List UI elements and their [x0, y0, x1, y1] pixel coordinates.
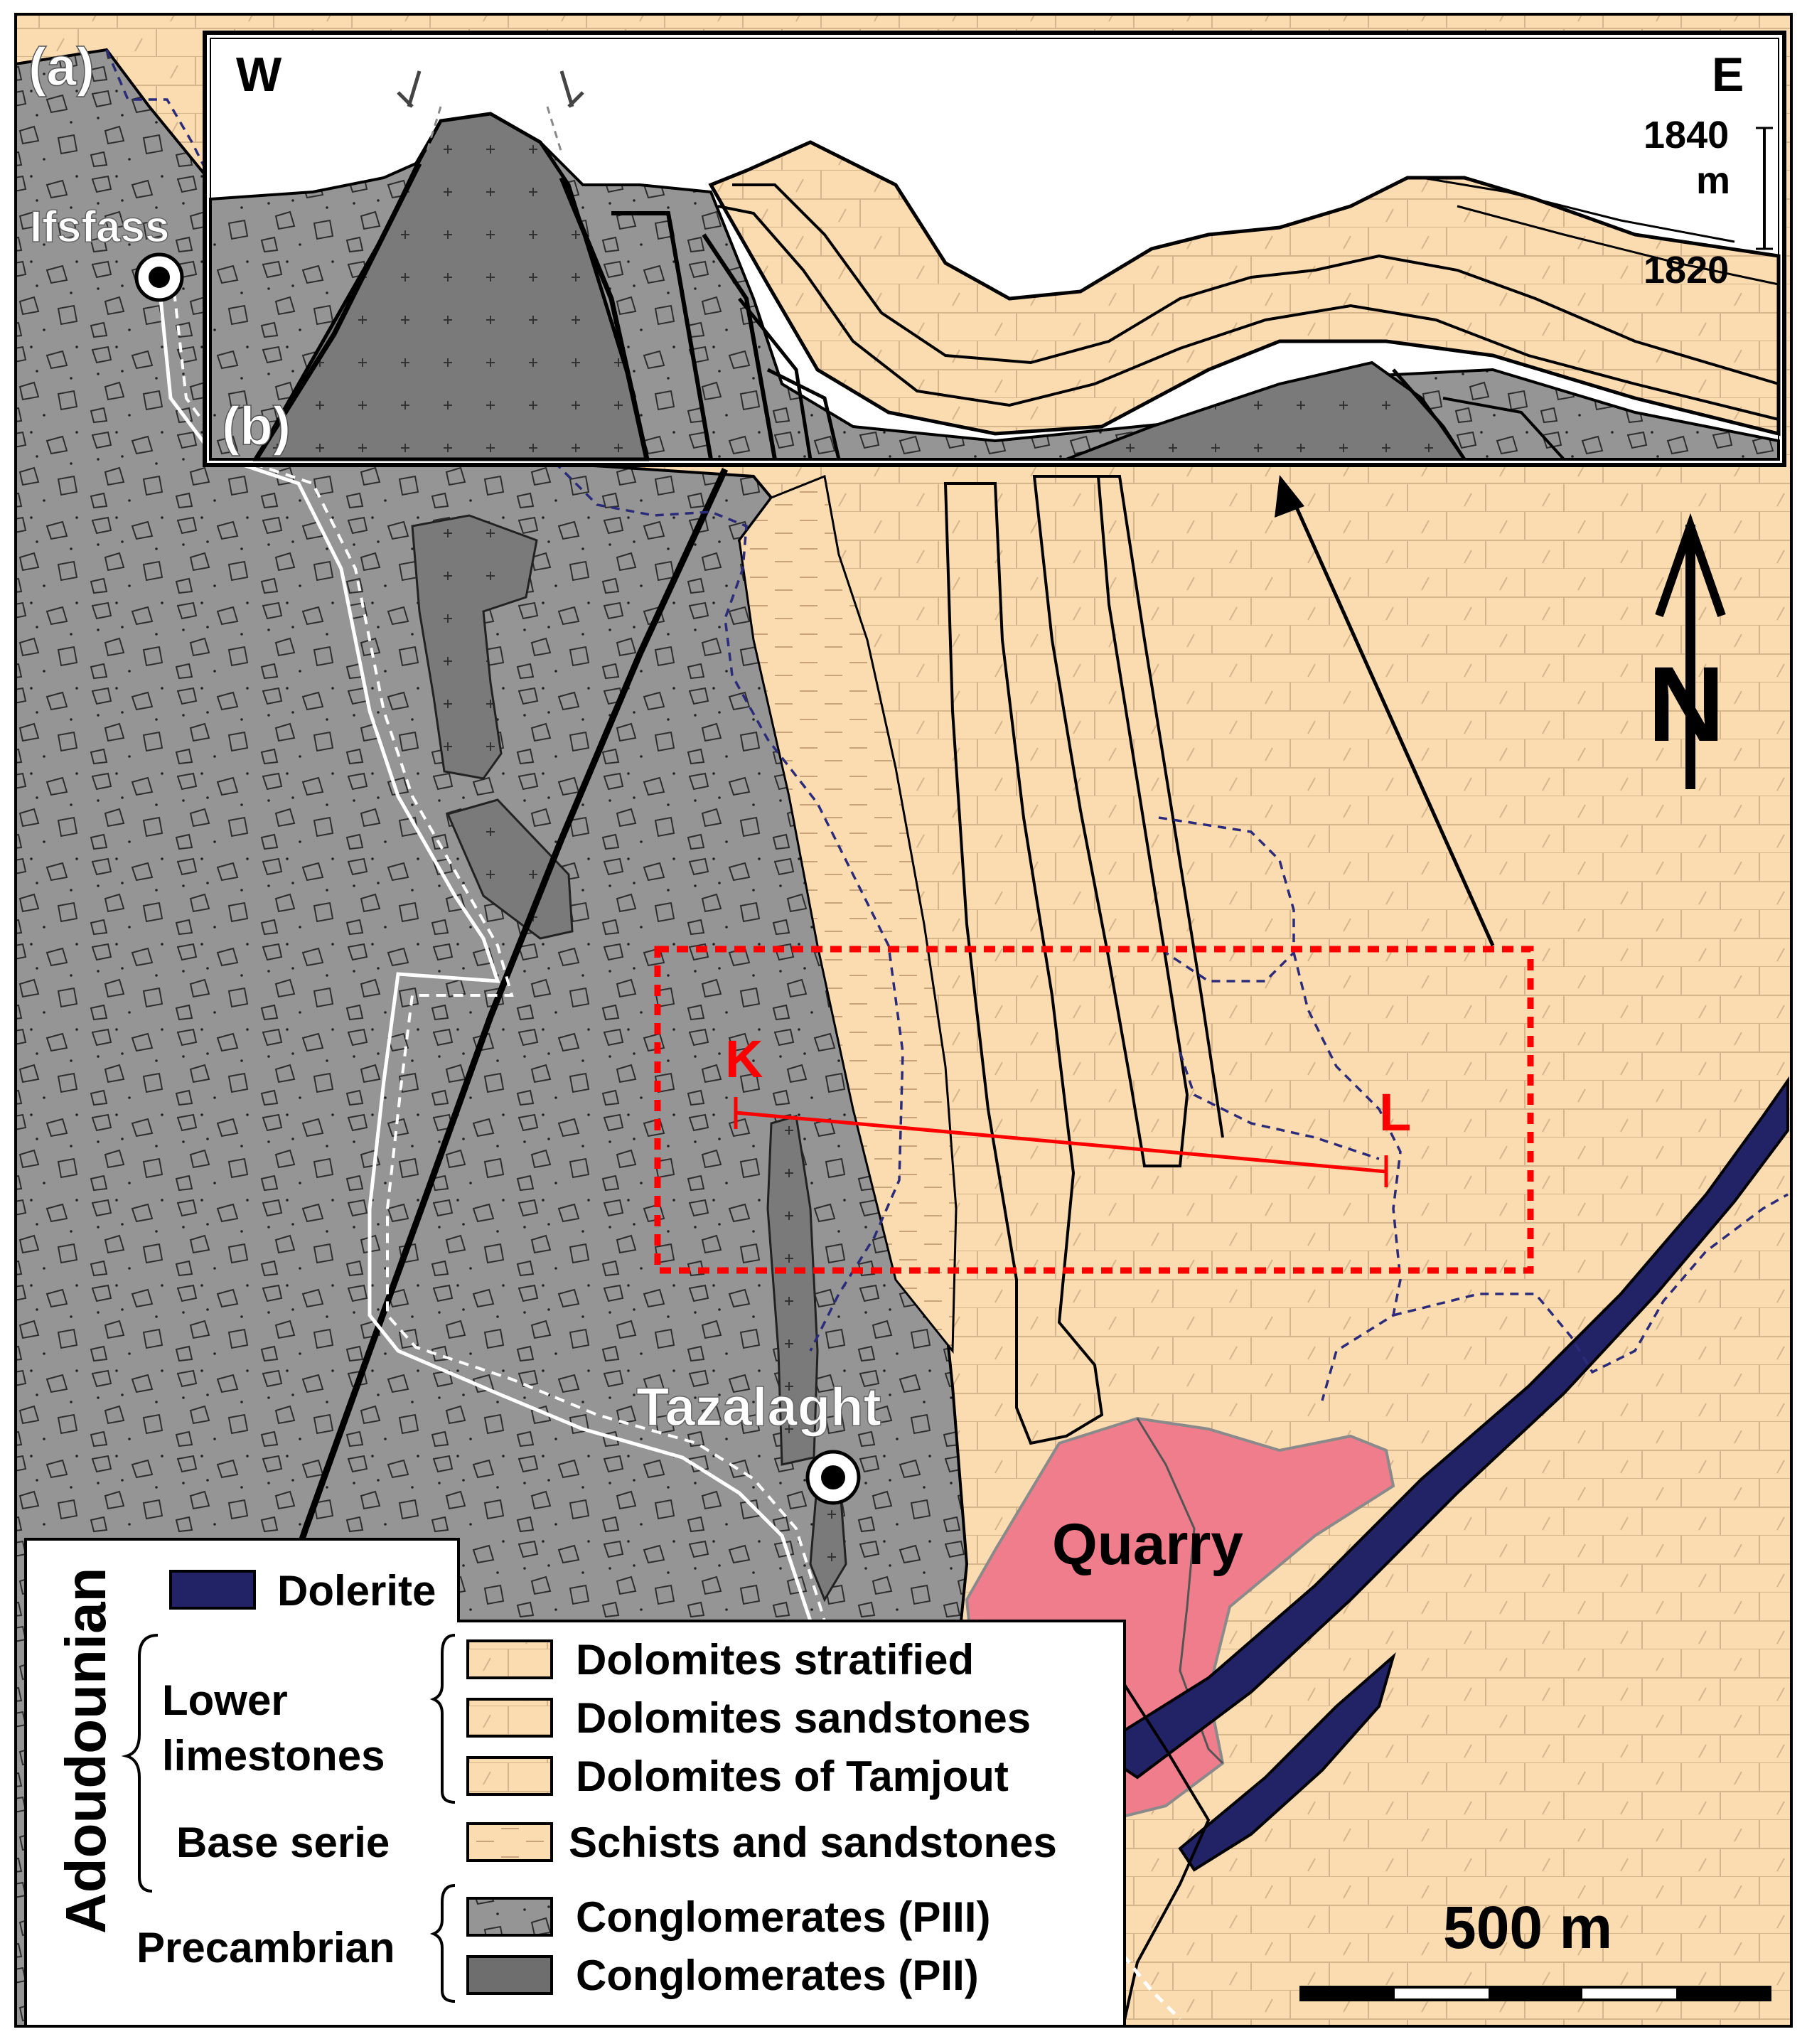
legend-swatch-dolomites-stratified	[466, 1639, 553, 1679]
boundary-dashed-2	[1158, 816, 1789, 1401]
pii-body-1	[411, 514, 538, 780]
dolerite-dyke-1	[1092, 1076, 1789, 1780]
pii-body-3	[766, 1115, 819, 1466]
ifsfass-label: Ifsfass	[30, 203, 169, 252]
legend-item-schists: Schists and sandstones	[569, 1819, 1057, 1866]
study-area-box	[654, 946, 1534, 1274]
tazalaght-marker-dot	[821, 1465, 845, 1489]
scale-bar	[1299, 1986, 1771, 2001]
legend-item-dolerite: Dolerite	[277, 1567, 436, 1615]
legend-group-limestones: limestones	[162, 1732, 385, 1780]
north-arrow	[1655, 513, 1726, 789]
main-fault	[252, 468, 729, 1679]
dolomite-lens-3	[1098, 475, 1224, 1138]
legend-item-dolomites-tamjout: Dolomites of Tamjout	[576, 1753, 1009, 1800]
road-southeast	[1122, 1954, 1181, 2021]
section-west-label: W	[236, 48, 282, 102]
legend-item-conglomerates-pii: Conglomerates (PII)	[576, 1952, 979, 1999]
panel-label-b: (b)	[222, 396, 291, 456]
elevation-unit-label: m	[1696, 159, 1730, 202]
cross-section-inset	[203, 31, 1786, 467]
legend-brace-adoudounian	[121, 1634, 159, 1893]
dolerite-dyke-2	[1178, 1652, 1396, 1872]
elevation-bottom-label: 1820	[1644, 249, 1729, 291]
boundary-dashed-1	[105, 49, 904, 1352]
legend-item-conglomerates-piii: Conglomerates (PIII)	[576, 1893, 990, 1941]
road-white	[158, 291, 813, 1622]
pii-body-2	[446, 798, 574, 940]
legend-swatch-dolomites-tamjout	[466, 1756, 553, 1796]
scale-bar-label: 500 m	[1443, 1894, 1612, 1961]
north-label: N	[1648, 644, 1725, 764]
section-pointer-arrowhead	[1275, 475, 1304, 518]
panel-label-a: (a)	[28, 37, 95, 97]
tazalaght-label: Tazalaght	[636, 1377, 881, 1438]
schist-band	[738, 474, 958, 1354]
legend-brace-lower	[429, 1634, 456, 1804]
legend-swatch-dolerite	[169, 1570, 256, 1610]
dolomite-lens-1	[943, 482, 1104, 1445]
profile-label-l: L	[1379, 1083, 1411, 1142]
ifsfass-marker-dot	[149, 267, 170, 288]
legend-group-base: Base serie	[176, 1819, 390, 1866]
section-pointer-line	[1292, 500, 1495, 947]
legend-brace-pre	[429, 1884, 456, 2003]
legend-swatch-dolomites-sandstones	[466, 1698, 553, 1738]
fault-line-2	[1100, 1648, 1211, 2027]
legend-item-dolomites-sandstones: Dolomites sandstones	[576, 1694, 1031, 1742]
legend-swatch-schists	[466, 1822, 553, 1862]
road-dashed	[173, 291, 826, 1622]
quarry-internal-fault	[1136, 1418, 1224, 1765]
profile-label-k: K	[725, 1029, 763, 1088]
legend-swatch-conglomerates-piii	[466, 1897, 553, 1937]
dolomite-lens-2	[1032, 475, 1189, 1167]
quarry-label: Quarry	[1052, 1512, 1243, 1577]
profile-line	[735, 1111, 1387, 1174]
legend-group-adoudounian: Adoudounian	[54, 1568, 117, 1934]
legend-swatch-conglomerates-pii	[466, 1955, 553, 1995]
legend-item-dolomites-stratified: Dolomites stratified	[576, 1636, 974, 1684]
legend-group-lower: Lower	[162, 1676, 288, 1724]
legend-group-precambrian: Precambrian	[136, 1924, 395, 1971]
section-east-label: E	[1712, 48, 1744, 102]
elevation-top-label: 1840	[1644, 114, 1729, 156]
legend-panel	[24, 1538, 1126, 2028]
